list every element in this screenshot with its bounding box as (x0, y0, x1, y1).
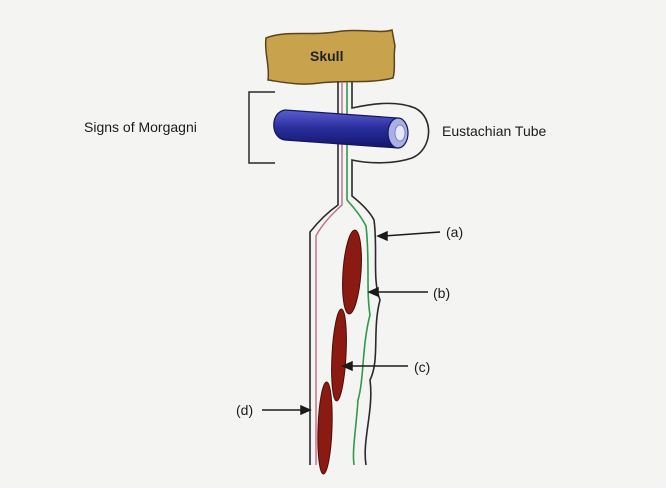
eustachian-tube-body (274, 110, 398, 148)
signs-of-morgagni-label: Signs of Morgagni (84, 119, 197, 135)
label-c: (c) (414, 359, 430, 375)
label-b: (b) (433, 285, 450, 301)
muscle-body-upper (340, 229, 364, 314)
arrow-a (378, 232, 440, 240)
label-a: (a) (446, 224, 463, 240)
eustachian-tube-label: Eustachian Tube (442, 123, 546, 139)
muscle-body-middle (330, 309, 349, 402)
arrow-b (369, 288, 428, 296)
arrow-c (343, 362, 408, 370)
tube-lumen (395, 125, 405, 141)
muscle-body-lower (316, 382, 333, 474)
arrow-d (262, 406, 310, 414)
skull-label: Skull (310, 48, 343, 64)
label-d: (d) (236, 402, 253, 418)
morgagni-bracket (249, 92, 275, 163)
